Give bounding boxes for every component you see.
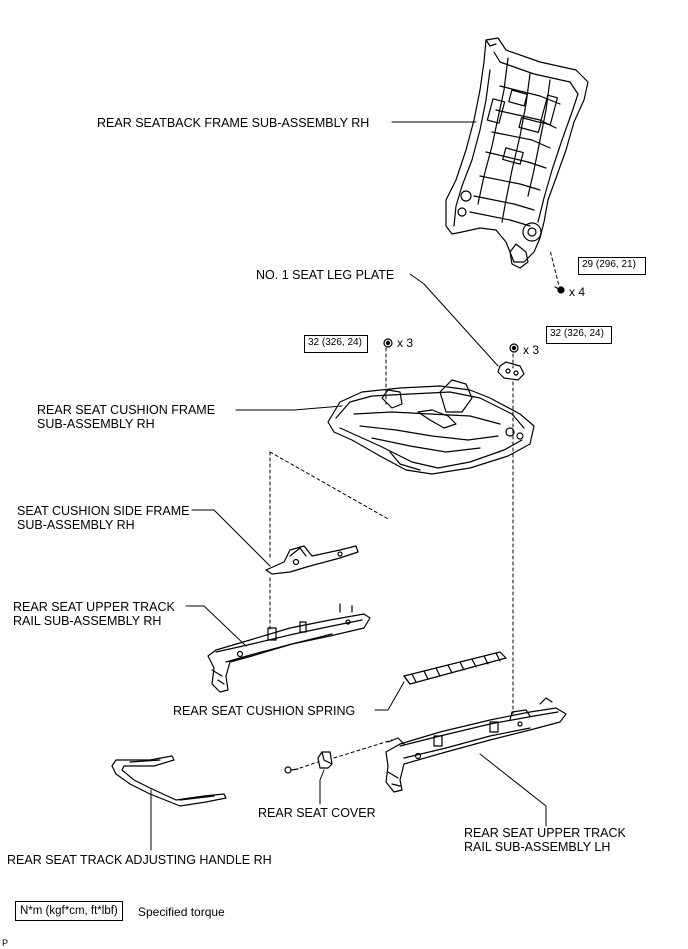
corner-mark: P [2,938,9,948]
leader-lines [150,121,547,851]
seat-cover-screw [284,766,299,774]
upper-rail-lh-label-line1: REAR SEAT UPPER TRACK [464,826,626,840]
quantity-cushion-nuts: x 3 [397,336,414,350]
cushion-frame-part [327,379,535,475]
side-frame-label-line2: SUB-ASSEMBLY RH [17,518,135,532]
leg-plate-label: NO. 1 SEAT LEG PLATE [256,268,395,282]
seatback-frame-label: REAR SEATBACK FRAME SUB-ASSEMBLY RH [97,116,370,130]
adjusting-handle-part [111,755,227,807]
seat-leg-plate-part [497,361,525,381]
side-frame-label-line1: SEAT CUSHION SIDE FRAME [17,504,190,518]
quantity-seatback-bolts: x 4 [569,285,586,299]
quantity-leg-plate-nuts: x 3 [523,343,540,357]
leg-plate-nut [509,343,519,353]
upper-rail-rh-part [207,603,371,693]
side-frame-part [265,545,359,575]
torque-box-cushion: 32 (326, 24) [304,335,368,353]
upper-rail-rh-label-line1: REAR SEAT UPPER TRACK [13,600,175,614]
cushion-frame-label-line1: REAR SEAT CUSHION FRAME [37,403,216,417]
seatback-frame-part [445,37,589,269]
adjusting-handle-label: REAR SEAT TRACK ADJUSTING HANDLE RH [7,853,272,867]
seat-cover-label: REAR SEAT COVER [258,806,376,820]
upper-rail-rh-label-line2: RAIL SUB-ASSEMBLY RH [13,614,162,628]
upper-rail-lh-part [385,697,567,793]
upper-rail-lh-label-line2: RAIL SUB-ASSEMBLY LH [464,840,611,854]
legend-description: Specified torque [138,905,225,919]
seat-cover-part [317,751,333,769]
torque-box-leg-plate: 32 (326, 24) [546,326,612,344]
torque-box-seatback: 29 (296, 21) [578,257,646,275]
legend-torque-unit: N*m (kgf*cm, ft*lbf) [15,901,123,921]
cushion-spring-label: REAR SEAT CUSHION SPRING [173,704,356,718]
cushion-frame-nut [383,338,393,348]
cushion-frame-label-line2: SUB-ASSEMBLY RH [37,417,155,431]
alignment-dashed-lines [269,249,561,769]
cushion-spring-part [403,651,507,685]
